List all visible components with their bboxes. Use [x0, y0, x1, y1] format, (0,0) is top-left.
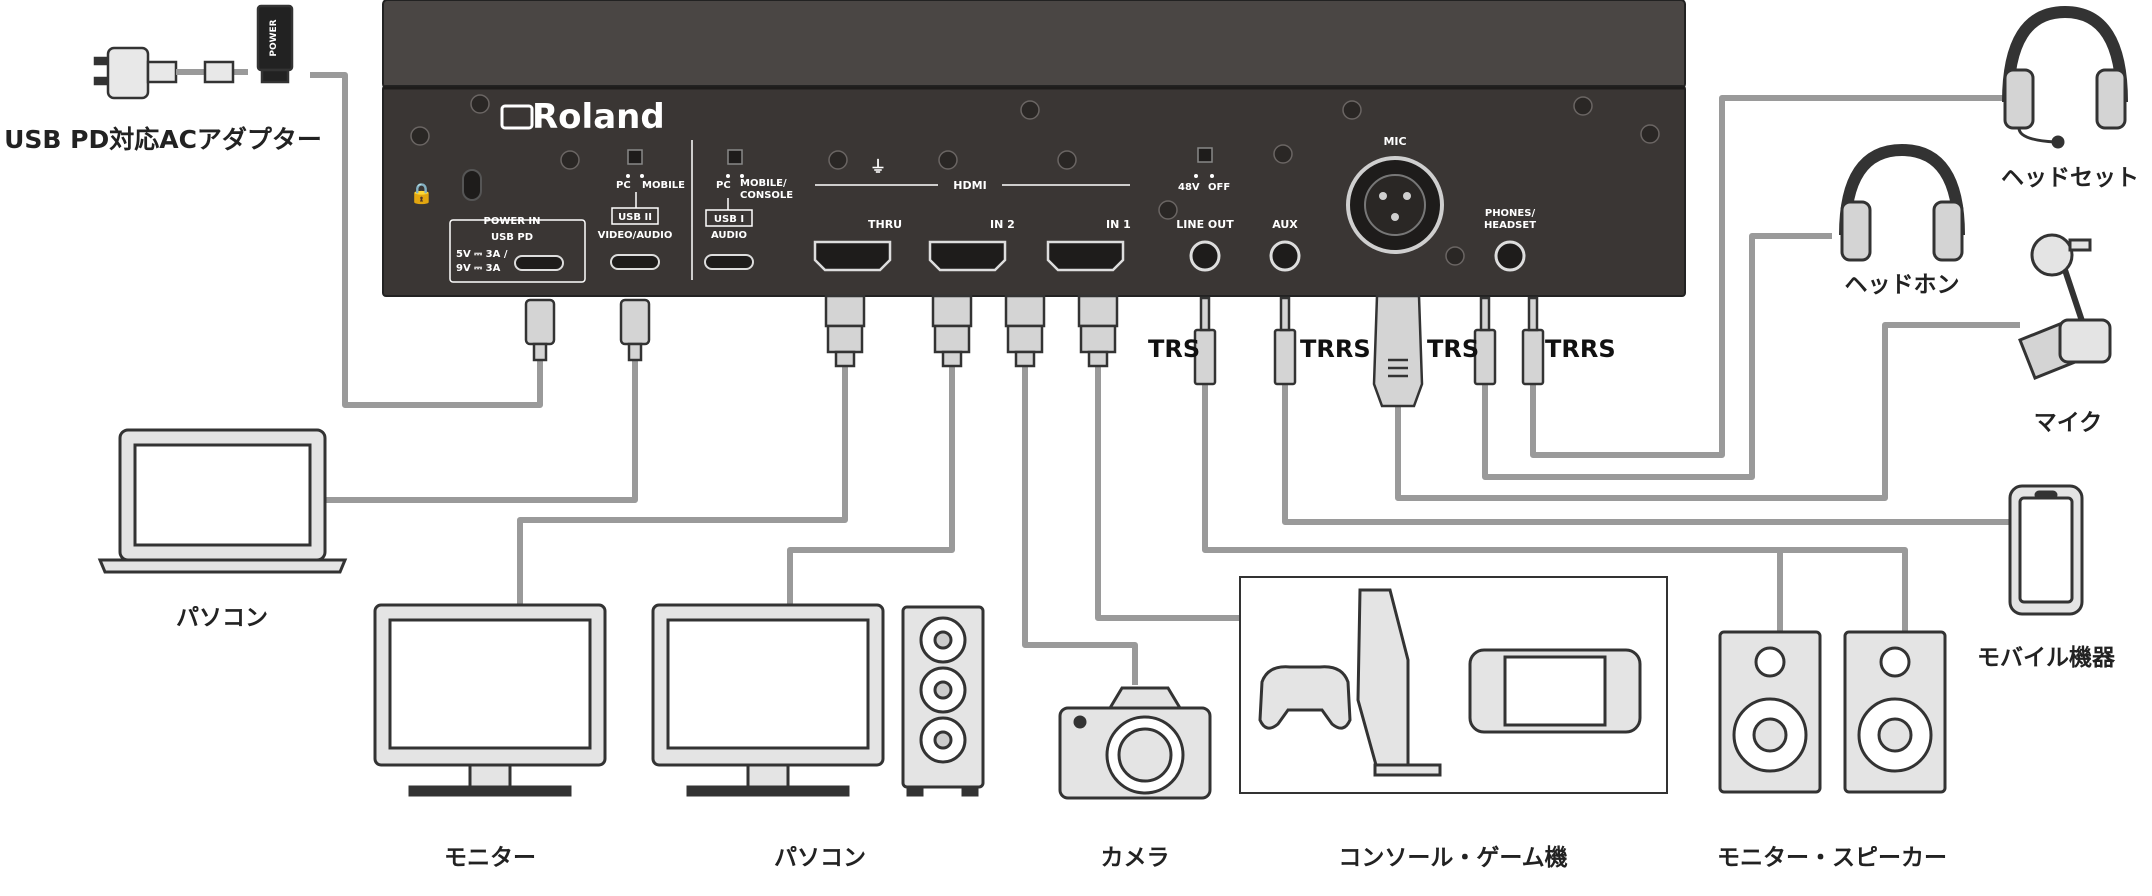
cable-aux-mobile	[1282, 380, 2010, 525]
label-usb1: USB I	[714, 214, 744, 225]
ground-icon: ⏚	[870, 157, 886, 176]
label-in1: IN 1	[1106, 218, 1131, 231]
label-mobile-console: MOBILE/	[740, 178, 787, 189]
label-power-spec-2: 9V ⎓ 3A	[456, 263, 501, 274]
label-power-in: POWER IN	[484, 216, 541, 227]
hdmi-in1-port	[1046, 240, 1125, 272]
label-trrs-2: TRRS	[1545, 335, 1616, 363]
screws	[410, 94, 1660, 266]
label-thru: THRU	[868, 218, 902, 231]
hdmi-plug-console	[1077, 294, 1119, 328]
hdmi-in2-port	[928, 240, 1007, 272]
label-48v: 48V	[1178, 182, 1200, 193]
cable-mic	[1395, 322, 2020, 501]
cable-thru-monitor	[517, 365, 848, 605]
microphone-icon	[2018, 233, 2112, 380]
label-video-audio: VIDEO/AUDIO	[598, 230, 673, 241]
xlr-plug-mic	[1372, 294, 1424, 408]
usb-c-usb2-port	[610, 254, 660, 270]
label-pc-2: PC	[716, 180, 731, 191]
label-power-spec-1: 5V ⎓ 3A /	[456, 249, 508, 260]
usb-c-plug-power	[524, 298, 556, 346]
aux-jack	[1269, 240, 1301, 272]
monitor-icon	[373, 603, 607, 797]
camera-icon	[1058, 686, 1212, 800]
device-top	[382, 0, 1686, 89]
power-stick-label: POWER	[269, 19, 279, 56]
headset-icon	[2002, 5, 2128, 149]
label-pc-1: PC	[616, 180, 631, 191]
security-slot	[462, 169, 482, 201]
mobile-label: モバイル機器	[1977, 645, 2116, 671]
device: Roland 🔒 POWER IN USB PD 5V ⎓ 3A / 9V ⎓ …	[382, 0, 1686, 297]
label-off: OFF	[1208, 182, 1230, 193]
label-hdmi: HDMI	[953, 179, 986, 192]
headset-label: ヘッドセット	[2001, 165, 2139, 191]
microphone-label: マイク	[2034, 410, 2103, 436]
cable-power	[310, 72, 543, 408]
ac-adapter-label: USB PD対応ACアダプター	[4, 125, 322, 154]
cable-lineout-speakers	[1202, 380, 1908, 632]
camera-label: カメラ	[1101, 845, 1170, 871]
pc-label: パソコン	[774, 845, 866, 871]
label-mobile-1: MOBILE	[642, 180, 685, 191]
label-usb-pd: USB PD	[491, 232, 533, 243]
label-trs-2: TRS	[1427, 335, 1479, 363]
mobile-icon	[2008, 484, 2084, 616]
usb-c-usb1-port	[704, 254, 754, 270]
trrs-plug-headset	[1521, 328, 1545, 386]
laptop-icon	[97, 428, 348, 574]
hdmi-plug-thru	[824, 294, 866, 328]
console-label: コンソール・ゲーム機	[1338, 845, 1567, 871]
hdmi-plug-in1-camera	[1004, 294, 1046, 328]
plugs	[524, 294, 1545, 408]
usb-c-plug-usb2	[619, 298, 651, 346]
label-in2: IN 2	[990, 218, 1015, 231]
usb-c-power-port	[514, 255, 564, 271]
trrs-plug-aux	[1273, 328, 1297, 386]
label-trs-1: TRS	[1148, 335, 1200, 363]
cable-headset	[1530, 95, 2010, 458]
headphones-label: ヘッドホン	[1845, 272, 1960, 298]
hdmi-plug-in2	[931, 294, 973, 328]
speakers-label: モニター・スピーカー	[1717, 845, 1947, 871]
label-line-out: LINE OUT	[1176, 218, 1234, 231]
hdmi-thru-port	[813, 240, 892, 272]
headphones-icon	[1839, 143, 1965, 262]
label-trrs-1: TRRS	[1300, 335, 1371, 363]
ac-adapter	[93, 4, 294, 100]
phones-jack	[1494, 240, 1526, 272]
label-mic: MIC	[1383, 135, 1406, 148]
monitor-label: モニター	[444, 845, 536, 871]
kensington-icon: 🔒	[409, 181, 434, 205]
laptop-label: パソコン	[176, 605, 268, 631]
label-aux: AUX	[1272, 218, 1298, 231]
label-phones: PHONES/	[1485, 208, 1536, 219]
cable-usb2-laptop	[325, 360, 638, 503]
pc-icon	[651, 603, 985, 797]
cable-console	[1095, 365, 1240, 621]
label-headset: HEADSET	[1484, 220, 1536, 231]
label-console: CONSOLE	[740, 190, 793, 201]
label-audio: AUDIO	[711, 230, 747, 241]
cable-headphones	[1482, 233, 1832, 480]
roland-logo-mark	[500, 104, 534, 130]
speakers-icon	[1718, 630, 1947, 794]
line-out-jack	[1189, 240, 1221, 272]
cable-in2-pc	[787, 365, 955, 605]
cable-in1-camera	[1022, 365, 1138, 685]
label-usb2: USB II	[618, 212, 652, 223]
brand-logo: Roland	[532, 97, 665, 137]
cables	[310, 72, 2020, 685]
console-icon	[1239, 576, 1668, 794]
